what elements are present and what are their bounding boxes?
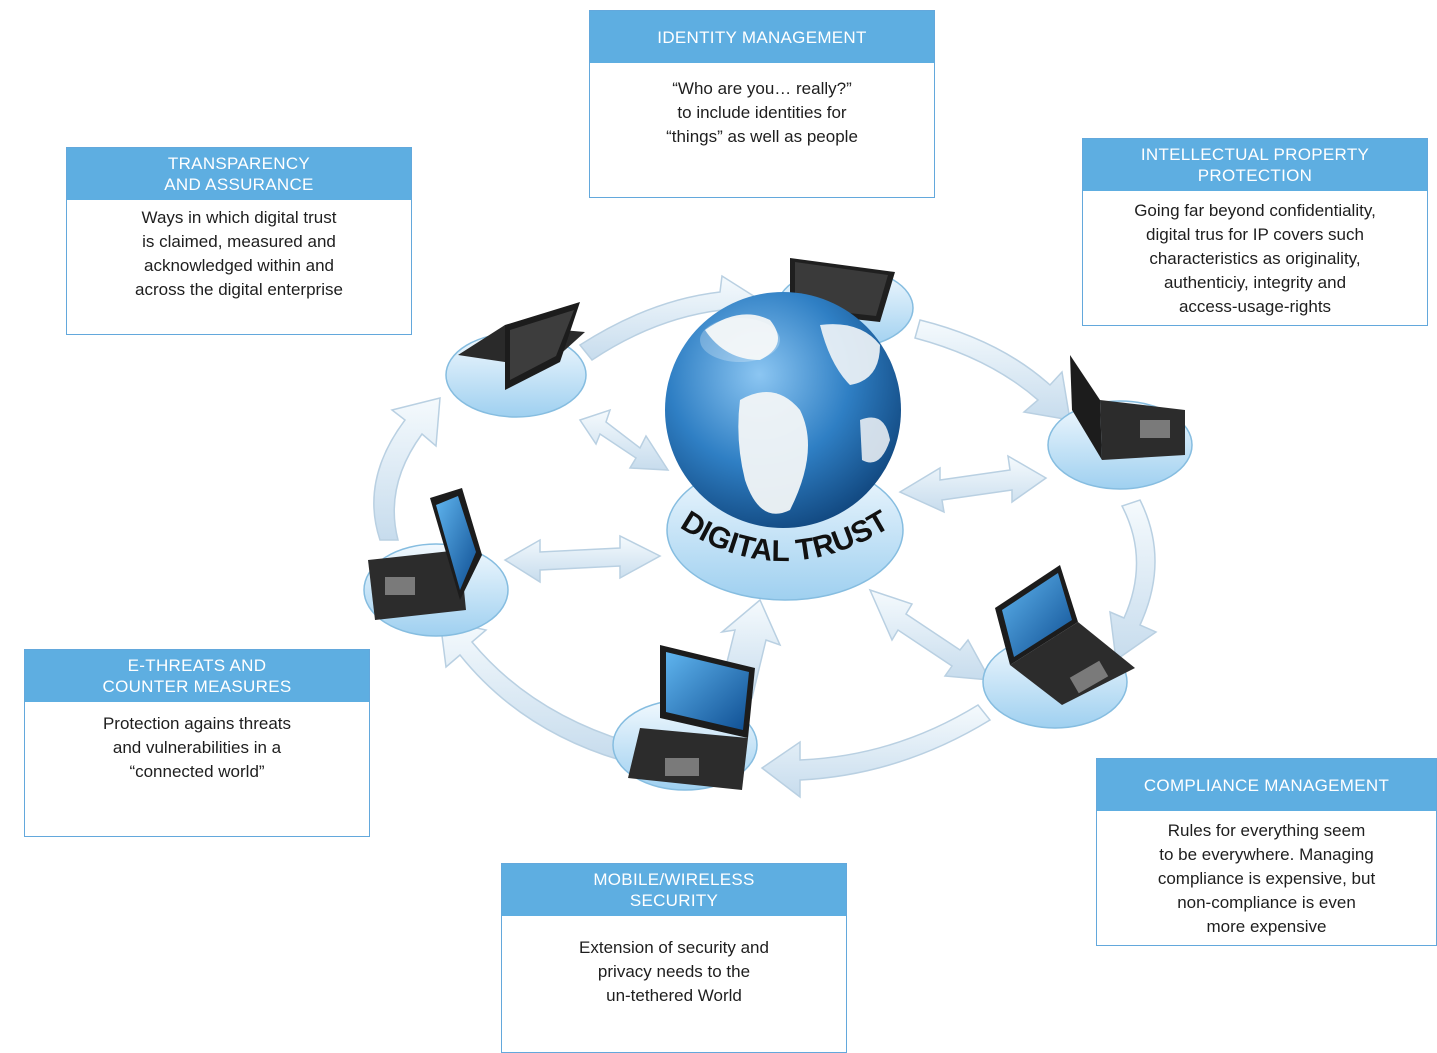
ip-protection-body: Going far beyond confidentiality, digita… [1134,201,1376,316]
laptop-right [1070,355,1185,460]
spoke-top-left [578,408,670,471]
e-threats-title: E-THREATS AND COUNTER MEASURES [25,650,369,702]
arrow-top-right [914,319,1071,421]
identity-management-card: IDENTITY MANAGEMENT “Who are you… really… [589,10,935,198]
mobile-wireless-title: MOBILE/WIRELESS SECURITY [502,864,846,916]
transparency-assurance-body: Ways in which digital trust is claimed, … [135,208,343,299]
globe [665,292,901,528]
transparency-assurance-title: TRANSPARENCY AND ASSURANCE [67,148,411,200]
mobile-wireless-body: Extension of security and privacy needs … [579,938,769,1005]
identity-management-title: IDENTITY MANAGEMENT [590,11,934,63]
arrow-bottom-right [760,704,992,799]
arrow-bottom-left [439,619,630,761]
laptop-bottom-right [995,565,1135,705]
laptop-top-left [458,302,585,390]
compliance-management-card: COMPLIANCE MANAGEMENT Rules for everythi… [1096,758,1437,946]
laptop-left [368,488,482,620]
transparency-assurance-card: TRANSPARENCY AND ASSURANCE Ways in which… [66,147,412,335]
e-threats-card: E-THREATS AND COUNTER MEASURES Protectio… [24,649,370,837]
arrow-left [373,397,441,541]
mobile-wireless-card: MOBILE/WIRELESS SECURITY Extension of se… [501,863,847,1053]
compliance-management-title: COMPLIANCE MANAGEMENT [1097,759,1436,811]
ring-arrows [373,274,1158,799]
spoke-bottom-right [868,588,992,681]
arrow-right [1109,499,1158,662]
identity-management-body: “Who are you… really?” to include identi… [666,79,858,146]
laptop-bottom [628,645,755,790]
spoke-left [503,534,662,584]
ip-protection-card: INTELLECTUAL PROPERTY PROTECTION Going f… [1082,138,1428,326]
ip-protection-title: INTELLECTUAL PROPERTY PROTECTION [1083,139,1427,191]
compliance-management-body: Rules for everything seem to be everywhe… [1157,821,1376,936]
e-threats-body: Protection agains threats and vulnerabil… [102,714,292,781]
spoke-right [898,454,1048,514]
